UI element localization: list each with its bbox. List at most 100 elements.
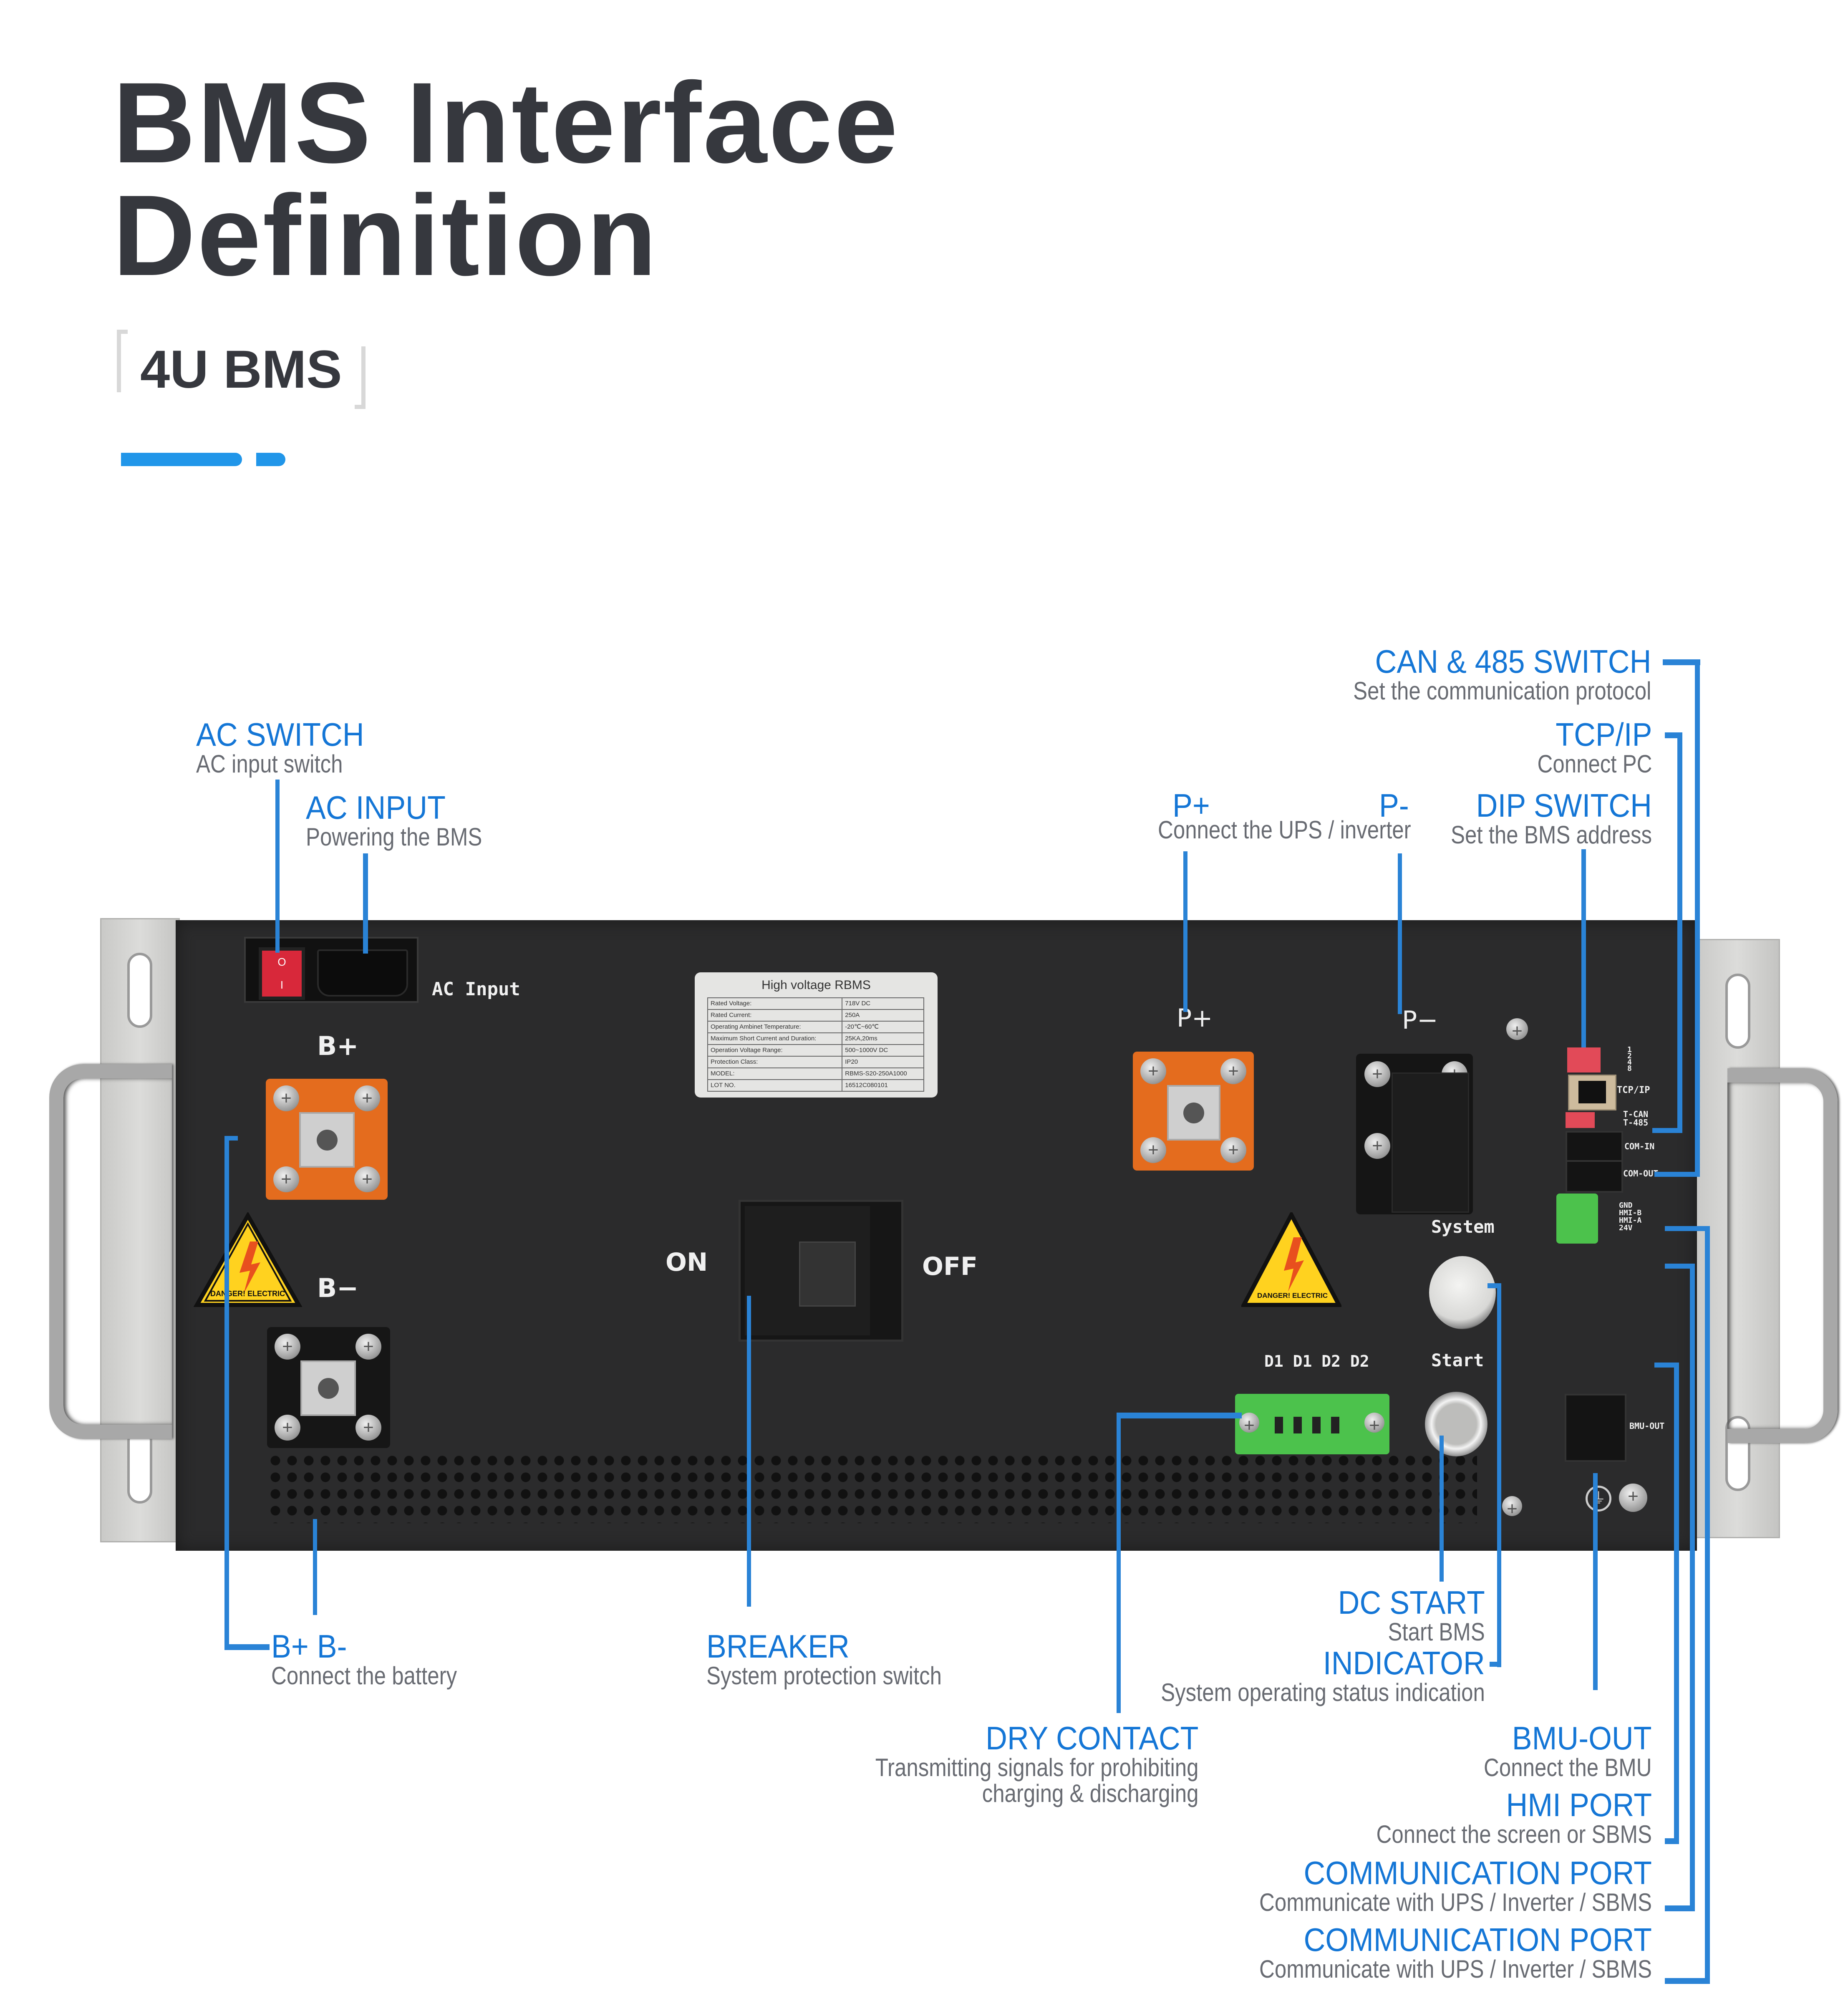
ac-rocker-switch[interactable]: O I [259, 947, 305, 1000]
nameplate-row: Rated Voltage:718V DC [707, 997, 924, 1010]
dip-num: 4 [1627, 1058, 1632, 1067]
b-plus-terminal[interactable] [266, 1079, 388, 1200]
callout-desc: Powering the BMS [306, 823, 482, 851]
lot-value: 16512C080101 [842, 1079, 924, 1092]
breaker[interactable] [739, 1200, 903, 1342]
p-minus-terminal-covered[interactable] [1356, 1054, 1473, 1214]
breaker-toggle[interactable] [799, 1242, 856, 1307]
p-plus-terminal[interactable] [1133, 1052, 1254, 1171]
callout-title: P+ [1172, 787, 1210, 824]
callout-title: TCP/IP [1555, 716, 1652, 753]
model-value: RBMS-S20-250A1000 [842, 1067, 924, 1080]
dry-contact-connector[interactable] [1235, 1394, 1389, 1454]
silk-bmu-out: BMU-OUT [1629, 1421, 1665, 1431]
title-line-1: BMS Interface [113, 59, 900, 187]
leader-line [1497, 1283, 1501, 1667]
nameplate-row: Operation Voltage Range:500~1000V DC [707, 1044, 924, 1057]
callout-desc: Connect the UPS / inverter [1158, 816, 1411, 844]
nameplate-label: Operation Voltage Range: [707, 1044, 843, 1057]
callout-dip-switch: DIP SWITCH Set the BMS address [1415, 789, 1652, 848]
b-minus-terminal[interactable] [267, 1327, 390, 1448]
nameplate-value: -20℃~60℃ [842, 1021, 924, 1033]
hmi-pin: 24V [1619, 1224, 1633, 1232]
callout-title: DIP SWITCH [1476, 787, 1652, 824]
screw-icon [1364, 1133, 1390, 1159]
bmu-out-port[interactable] [1565, 1394, 1626, 1462]
rocker-off-mark: I [280, 979, 284, 991]
left-handle[interactable] [49, 1064, 172, 1439]
callout-ac-switch: AC SWITCH AC input switch [196, 718, 379, 777]
screw-icon [1220, 1058, 1246, 1084]
screw-icon [1140, 1137, 1166, 1163]
can-485-switch[interactable] [1566, 1112, 1595, 1128]
screw-icon [275, 1334, 300, 1360]
leader-line [1690, 1264, 1695, 1910]
nameplate-label: Rated Voltage: [707, 997, 843, 1010]
silk-t-can: T-CAN [1623, 1109, 1649, 1119]
leader-line [1593, 1473, 1598, 1690]
leader-line [1398, 853, 1402, 1014]
callout-desc: Set the BMS address [1451, 821, 1652, 849]
screw-icon [1364, 1413, 1384, 1436]
leader-line [313, 1519, 317, 1615]
terminal-stud [1167, 1085, 1220, 1141]
callout-desc: Communicate with UPS / Inverter / SBMS [1259, 1955, 1652, 1983]
nameplate-value: 250A [842, 1009, 924, 1022]
leader-line [1695, 659, 1700, 1177]
dip-switch[interactable] [1567, 1047, 1601, 1072]
screw-icon [1502, 1496, 1522, 1519]
connector-pins [1275, 1417, 1350, 1433]
hmi-port-connector[interactable] [1556, 1194, 1598, 1244]
terminal-stud [300, 1360, 356, 1416]
com-in-port[interactable] [1566, 1131, 1623, 1163]
callout-p-minus: P- [1379, 789, 1412, 822]
leader-line [363, 853, 368, 954]
silk-on: ON [666, 1248, 708, 1277]
ground-icon: ⏚ [1586, 1486, 1611, 1512]
dc-start-button[interactable] [1425, 1392, 1487, 1456]
callout-desc: AC input switch [196, 750, 343, 778]
callout-desc: Connect PC [1537, 750, 1652, 778]
callout-desc: charging & discharging [982, 1779, 1199, 1807]
accent-bar-long [121, 453, 242, 466]
screw-icon [354, 1166, 380, 1192]
silk-start: Start [1431, 1350, 1484, 1370]
nameplate-value: 718V DC [842, 997, 924, 1010]
nameplate-label: Protection Class: [707, 1056, 843, 1068]
callout-title: DRY CONTACT [986, 1720, 1199, 1756]
callout-desc: Transmitting signals for prohibiting [875, 1754, 1199, 1782]
callout-desc: Set the communication protocol [1353, 677, 1651, 705]
com-out-port[interactable] [1566, 1160, 1623, 1193]
silk-off: OFF [922, 1252, 978, 1281]
nameplate-value: 25KA,20ms [842, 1032, 924, 1045]
callout-p-plus: P+ [1172, 789, 1213, 822]
leader-line [1654, 1363, 1678, 1368]
leader-line [275, 780, 280, 953]
screw-icon [354, 1085, 380, 1111]
leader-line [1183, 851, 1187, 1012]
danger-electric-warning-icon: DANGER! ELECTRIC [1240, 1210, 1343, 1312]
hmi-pin: GND [1619, 1201, 1633, 1210]
mount-slot [1725, 974, 1750, 1049]
callout-title: AC SWITCH [196, 716, 364, 753]
silk-ac-input: AC Input [432, 979, 520, 1000]
leader-line [1440, 1436, 1444, 1582]
leader-line [1654, 1172, 1700, 1177]
callout-can-485-switch: CAN & 485 SWITCH Set the communication p… [1301, 645, 1651, 704]
tcp-ip-port[interactable] [1568, 1075, 1616, 1110]
subtitle: 4U BMS [117, 330, 366, 409]
nameplate-row: Operating Ambinet Temperature:-20℃~60℃ [707, 1021, 924, 1033]
danger-electric-warning-icon: DANGER! ELECTRIC [193, 1211, 303, 1308]
silk-com-in: COM-IN [1624, 1141, 1655, 1151]
nameplate-label: Rated Current: [707, 1009, 843, 1022]
screw-icon [273, 1166, 299, 1192]
right-handle[interactable] [1727, 1068, 1838, 1443]
leader-line [1665, 1226, 1710, 1231]
terminal-stud [299, 1112, 355, 1168]
iec-power-inlet[interactable] [317, 949, 408, 997]
nameplate-row: Rated Current:250A [707, 1009, 924, 1022]
can-485-labels: T-CAN T-485 [1623, 1110, 1648, 1127]
callout-title: B+ B- [271, 1628, 347, 1665]
warning-text: DANGER! ELECTRIC [1257, 1292, 1328, 1300]
